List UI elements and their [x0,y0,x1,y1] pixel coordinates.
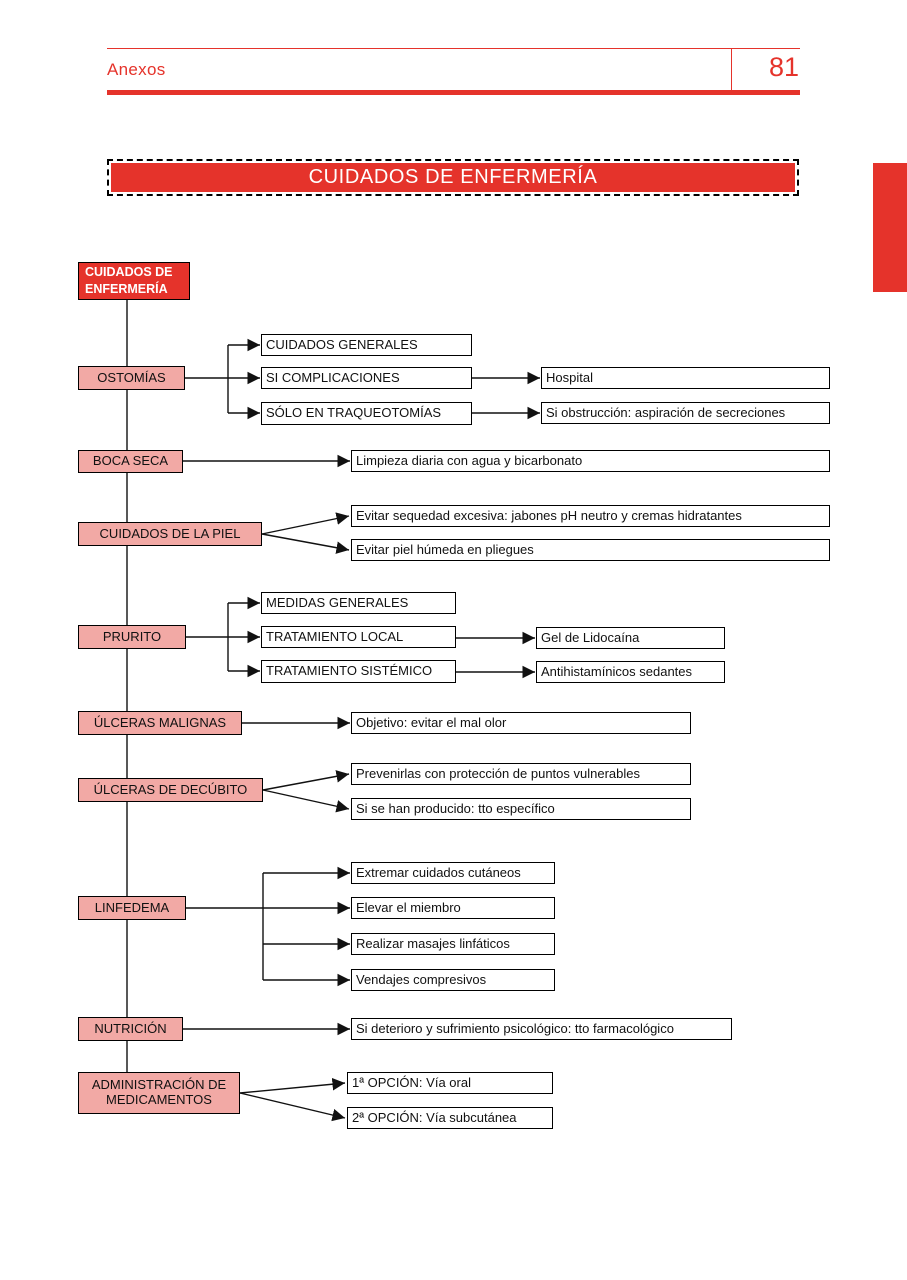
node-solo-en-traqueotomias: SÓLO EN TRAQUEOTOMÍAS [261,402,472,425]
header-top-rule [107,48,800,49]
chapter-side-tab [873,163,907,292]
node-gel-lidocaina: Gel de Lidocaína [536,627,725,649]
node-linfedema: LINFEDEMA [78,896,186,920]
node-administracion-medicamentos: ADMINISTRACIÓN DE MEDICAMENTOS [78,1072,240,1114]
header-divider [731,48,732,90]
node-opcion-2-via-subcutanea: 2ª OPCIÓN: Vía subcutánea [347,1107,553,1129]
node-cuidados-generales: CUIDADOS GENERALES [261,334,472,356]
node-boca-seca: BOCA SECA [78,450,183,473]
node-hospital: Hospital [541,367,830,389]
page-number: 81 [768,52,799,82]
node-tratamiento-sistemico: TRATAMIENTO SISTÉMICO [261,660,456,683]
node-opcion-1-via-oral: 1ª OPCIÓN: Vía oral [347,1072,553,1094]
node-ulceras-decubito: ÚLCERAS DE DECÚBITO [78,778,263,802]
section-title: Anexos [107,60,166,79]
node-si-obstruccion: Si obstrucción: aspiración de secrecione… [541,402,830,424]
node-cuidados-de-la-piel: CUIDADOS DE LA PIEL [78,522,262,546]
node-si-complicaciones: SI COMPLICACIONES [261,367,472,389]
node-si-producido: Si se han producido: tto específico [351,798,691,820]
node-antihistaminicos: Antihistamínicos sedantes [536,661,725,683]
node-ulceras-malignas: ÚLCERAS MALIGNAS [78,711,242,735]
node-evitar-sequedad: Evitar sequedad excesiva: jabones pH neu… [351,505,830,527]
title-banner-text: CUIDADOS DE ENFERMERÍA [111,163,795,192]
node-limpieza-diaria: Limpieza diaria con agua y bicarbonato [351,450,830,472]
node-deterioro-psicologico: Si deterioro y sufrimiento psicológico: … [351,1018,732,1040]
node-tratamiento-local: TRATAMIENTO LOCAL [261,626,456,648]
node-extremar-cuidados: Extremar cuidados cutáneos [351,862,555,884]
node-evitar-piel-humeda: Evitar piel húmeda en pliegues [351,539,830,561]
node-prurito: PRURITO [78,625,186,649]
node-nutricion: NUTRICIÓN [78,1017,183,1041]
header-bottom-rule [107,90,800,95]
node-objetivo-mal-olor: Objetivo: evitar el mal olor [351,712,691,734]
node-ostomias: OSTOMÍAS [78,366,185,390]
node-prevenirlas: Prevenirlas con protección de puntos vul… [351,763,691,785]
title-banner: CUIDADOS DE ENFERMERÍA [107,159,799,196]
node-elevar-miembro: Elevar el miembro [351,897,555,919]
node-masajes-linfaticos: Realizar masajes linfáticos [351,933,555,955]
node-vendajes-compresivos: Vendajes compresivos [351,969,555,991]
node-cuidados-de-enfermeria-root: CUIDADOS DE ENFERMERÍA [78,262,190,300]
node-medidas-generales: MEDIDAS GENERALES [261,592,456,614]
